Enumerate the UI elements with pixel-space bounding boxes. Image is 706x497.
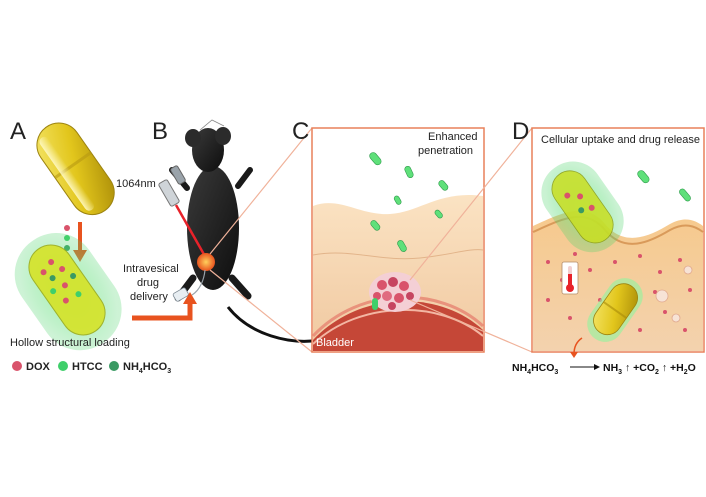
panel-b: B 1064nm Intravesical drug delivery	[116, 118, 371, 347]
laser-beam	[174, 204, 208, 259]
laser-device	[158, 165, 186, 207]
capsule-releasing	[587, 278, 643, 342]
vesicles	[655, 265, 693, 323]
equation-products: NH3 ↑ +CO2 ↑ +H2O	[603, 362, 696, 376]
delivery-label-line2: drug	[137, 277, 159, 289]
tumor-cluster	[369, 272, 421, 312]
legend-swatch-dox	[12, 361, 22, 371]
legend-swatch-htcc	[58, 361, 68, 371]
panel-d-title: Cellular uptake and drug release	[541, 134, 700, 146]
bladder-label: Bladder	[316, 337, 354, 349]
thermometer-icon	[561, 261, 579, 295]
coated-capsule-entering	[541, 161, 624, 253]
panel-a: A Hollow structural loading DOX HTCC NH4…	[10, 118, 171, 375]
panel-a-caption: Hollow structural loading	[10, 337, 130, 349]
release-arrow	[570, 337, 583, 358]
delivery-label-line3: delivery	[130, 291, 168, 303]
capsule-particles	[369, 152, 449, 252]
panel-d-letter: D	[512, 118, 529, 145]
legend-label-dox: DOX	[26, 361, 51, 373]
panel-a-letter: A	[10, 118, 26, 145]
delivery-arrow	[132, 292, 197, 321]
legend-swatch-nh4hco3	[109, 361, 119, 371]
panel-c-letter: C	[292, 118, 309, 145]
zoom-lines-b-c	[209, 127, 313, 353]
hollow-capsule	[36, 122, 115, 216]
tumor-spot	[197, 253, 215, 271]
delivery-label-line1: Intravesical	[123, 263, 179, 275]
legend: DOX HTCC NH4HCO3	[12, 361, 171, 375]
legend-label-nh4hco3: NH4HCO3	[123, 361, 171, 375]
syringe-icon	[172, 269, 206, 302]
panel-c-title-line2: penetration	[418, 145, 473, 157]
panel-d: D Cellular uptake and drug release	[512, 118, 705, 358]
panel-b-letter: B	[152, 118, 168, 145]
legend-label-htcc: HTCC	[72, 361, 103, 373]
panel-c: C Enhanced penetration Bladder	[292, 118, 485, 353]
equation-reactant: NH4HCO3	[512, 362, 558, 376]
reaction-arrow	[570, 364, 600, 370]
capsule-particles-d	[637, 170, 691, 202]
decomposition-equation: NH4HCO3 NH3 ↑ +CO2 ↑ +H2O	[512, 362, 696, 376]
panel-c-title-line1: Enhanced	[428, 131, 478, 143]
zoom-lines-c-d	[409, 127, 533, 353]
laser-wavelength-label: 1064nm	[116, 178, 156, 190]
loaded-capsule	[14, 233, 122, 351]
dox-dot	[64, 225, 70, 231]
